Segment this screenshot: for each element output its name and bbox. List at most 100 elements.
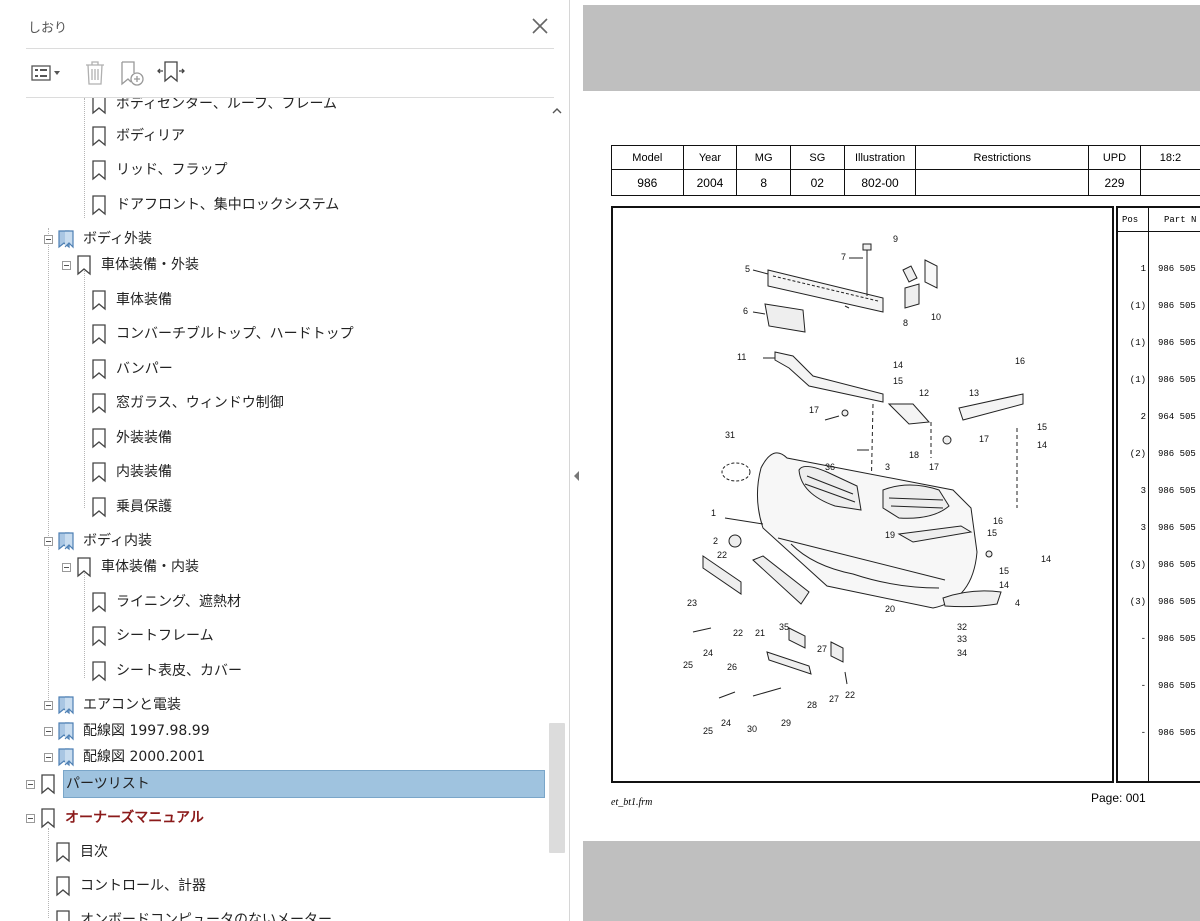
header-cell: Restrictions bbox=[915, 145, 1090, 170]
collapse-panel-icon[interactable] bbox=[570, 464, 582, 488]
bookmark-icon bbox=[77, 557, 91, 578]
scrollbar-thumb[interactable] bbox=[549, 723, 565, 853]
collapse-toggle[interactable] bbox=[26, 779, 35, 789]
bookmark-icon bbox=[92, 497, 106, 518]
header-cell: Illustration bbox=[843, 145, 917, 170]
callout-label: 13 bbox=[969, 388, 979, 398]
bookmark-item[interactable]: ドアフロント、集中ロックシステム bbox=[0, 190, 548, 220]
callout-label: 28 bbox=[807, 700, 817, 710]
tree-connector bbox=[48, 828, 49, 918]
collapse-toggle[interactable] bbox=[26, 813, 35, 823]
bookmark-item[interactable]: リッド、フラップ bbox=[0, 155, 548, 185]
bookmark-item[interactable]: 内装装備 bbox=[0, 457, 548, 487]
header-cell: 18:2 bbox=[1139, 145, 1200, 170]
callout-label: 12 bbox=[919, 388, 929, 398]
bookmark-item[interactable]: ライニング、遮熱材 bbox=[0, 587, 548, 617]
callout-label: 17 bbox=[809, 405, 819, 415]
collapse-toggle[interactable] bbox=[62, 260, 71, 270]
bookmarks-toolbar bbox=[26, 56, 554, 90]
collapse-toggle[interactable] bbox=[62, 562, 71, 572]
callout-labels: 5 6 7 9 8 10 11 14 15 17 12 13 16 15 bbox=[683, 234, 1051, 736]
bookmark-folder-icon bbox=[58, 532, 74, 551]
scroll-up-icon[interactable] bbox=[548, 102, 566, 120]
bookmark-item[interactable]: ボディリア bbox=[0, 121, 548, 151]
bookmark-item[interactable]: ボディ内装 bbox=[0, 526, 548, 556]
bookmark-item[interactable]: 窓ガラス、ウィンドウ制御 bbox=[0, 388, 548, 418]
delete-icon[interactable] bbox=[82, 59, 108, 87]
callout-label: 24 bbox=[721, 718, 731, 728]
callout-label: 1 bbox=[711, 508, 716, 518]
bookmark-folder-icon bbox=[58, 748, 74, 767]
bookmark-item[interactable]: コントロール、計器 bbox=[0, 871, 548, 901]
close-icon[interactable] bbox=[528, 14, 552, 38]
bookmark-item-owners-manual[interactable]: オーナーズマニュアル bbox=[0, 803, 548, 833]
bookmark-item[interactable]: 乗員保護 bbox=[0, 492, 548, 522]
callout-label: 22 bbox=[717, 550, 727, 560]
file-label: et_bt1.frm bbox=[611, 797, 653, 808]
bookmark-item-parts-list[interactable]: パーツリスト bbox=[0, 769, 548, 799]
bookmark-icon bbox=[92, 592, 106, 613]
header-cell: UPD bbox=[1088, 145, 1141, 170]
bookmark-item[interactable]: 車体装備・外装 bbox=[0, 250, 548, 280]
callout-label: 9 bbox=[893, 234, 898, 244]
bookmark-item[interactable]: シートフレーム bbox=[0, 621, 548, 651]
tree-connector bbox=[84, 268, 85, 508]
callout-label: 16 bbox=[993, 516, 1003, 526]
table-row: (3)986 505 bbox=[1129, 560, 1196, 570]
header-cell: SG bbox=[790, 145, 845, 170]
bookmark-icon bbox=[92, 393, 106, 414]
value-cell: 2004 bbox=[682, 169, 738, 196]
bookmarks-panel: しおり bbox=[0, 0, 570, 921]
callout-label: 10 bbox=[931, 312, 941, 322]
bookmark-item[interactable]: 配線図 1997.98.99 bbox=[0, 716, 548, 746]
new-bookmark-icon[interactable] bbox=[118, 59, 146, 87]
bookmark-icon bbox=[92, 98, 106, 115]
callout-label: 14 bbox=[999, 580, 1009, 590]
collapse-toggle[interactable] bbox=[44, 234, 53, 244]
collapse-toggle[interactable] bbox=[44, 536, 53, 546]
bookmark-icon bbox=[92, 661, 106, 682]
collapse-toggle[interactable] bbox=[44, 752, 53, 762]
bookmark-item[interactable]: コンバーチブルトップ、ハードトップ bbox=[0, 319, 548, 349]
callout-label: 27 bbox=[829, 694, 839, 704]
bookmark-icon bbox=[92, 324, 106, 345]
options-menu-icon[interactable] bbox=[30, 59, 64, 87]
collapse-toggle[interactable] bbox=[44, 726, 53, 736]
callout-label: 32 bbox=[957, 622, 967, 632]
bookmark-icon bbox=[56, 910, 70, 921]
callout-label: 22 bbox=[845, 690, 855, 700]
table-row: (2)986 505 bbox=[1129, 449, 1196, 459]
bookmark-item[interactable]: バンパー bbox=[0, 354, 548, 384]
bookmark-item[interactable]: 目次 bbox=[0, 837, 548, 867]
callout-label: 27 bbox=[817, 644, 827, 654]
callout-label: 20 bbox=[885, 604, 895, 614]
bookmark-item[interactable]: 車体装備 bbox=[0, 285, 548, 315]
bookmark-item[interactable]: ボディ外装 bbox=[0, 224, 548, 254]
bookmark-icon bbox=[56, 876, 70, 897]
divider bbox=[26, 48, 554, 49]
table-row: (1)986 505 bbox=[1129, 375, 1196, 385]
column-header-part-number: Part N bbox=[1164, 215, 1197, 225]
document-page: Model Year MG SG Illustration Restrictio… bbox=[583, 92, 1200, 840]
callout-label: 25 bbox=[683, 660, 693, 670]
bookmark-item[interactable]: 配線図 2000.2001 bbox=[0, 742, 548, 772]
bookmark-item[interactable]: エアコンと電装 bbox=[0, 690, 548, 720]
bookmark-item[interactable]: オンボードコンピュータのないメーター bbox=[0, 905, 548, 921]
bookmark-item[interactable]: 外装装備 bbox=[0, 423, 548, 453]
bookmarks-scrollbar[interactable] bbox=[548, 98, 566, 921]
bookmark-icon bbox=[92, 126, 106, 147]
callout-label: 30 bbox=[747, 724, 757, 734]
callout-label: 5 bbox=[745, 264, 750, 274]
collapse-toggle[interactable] bbox=[44, 700, 53, 710]
page-gap bbox=[583, 5, 1200, 91]
bookmark-item[interactable]: 車体装備・内装 bbox=[0, 552, 548, 582]
expand-bookmark-icon[interactable] bbox=[156, 59, 186, 87]
callout-label: 7 bbox=[841, 252, 846, 262]
bookmark-item[interactable]: シート表皮、カバー bbox=[0, 656, 548, 686]
callout-label: 14 bbox=[1041, 554, 1051, 564]
callout-label: 24 bbox=[703, 648, 713, 658]
bookmark-item[interactable]: ボディセンター、ルーフ、フレーム bbox=[0, 98, 548, 119]
